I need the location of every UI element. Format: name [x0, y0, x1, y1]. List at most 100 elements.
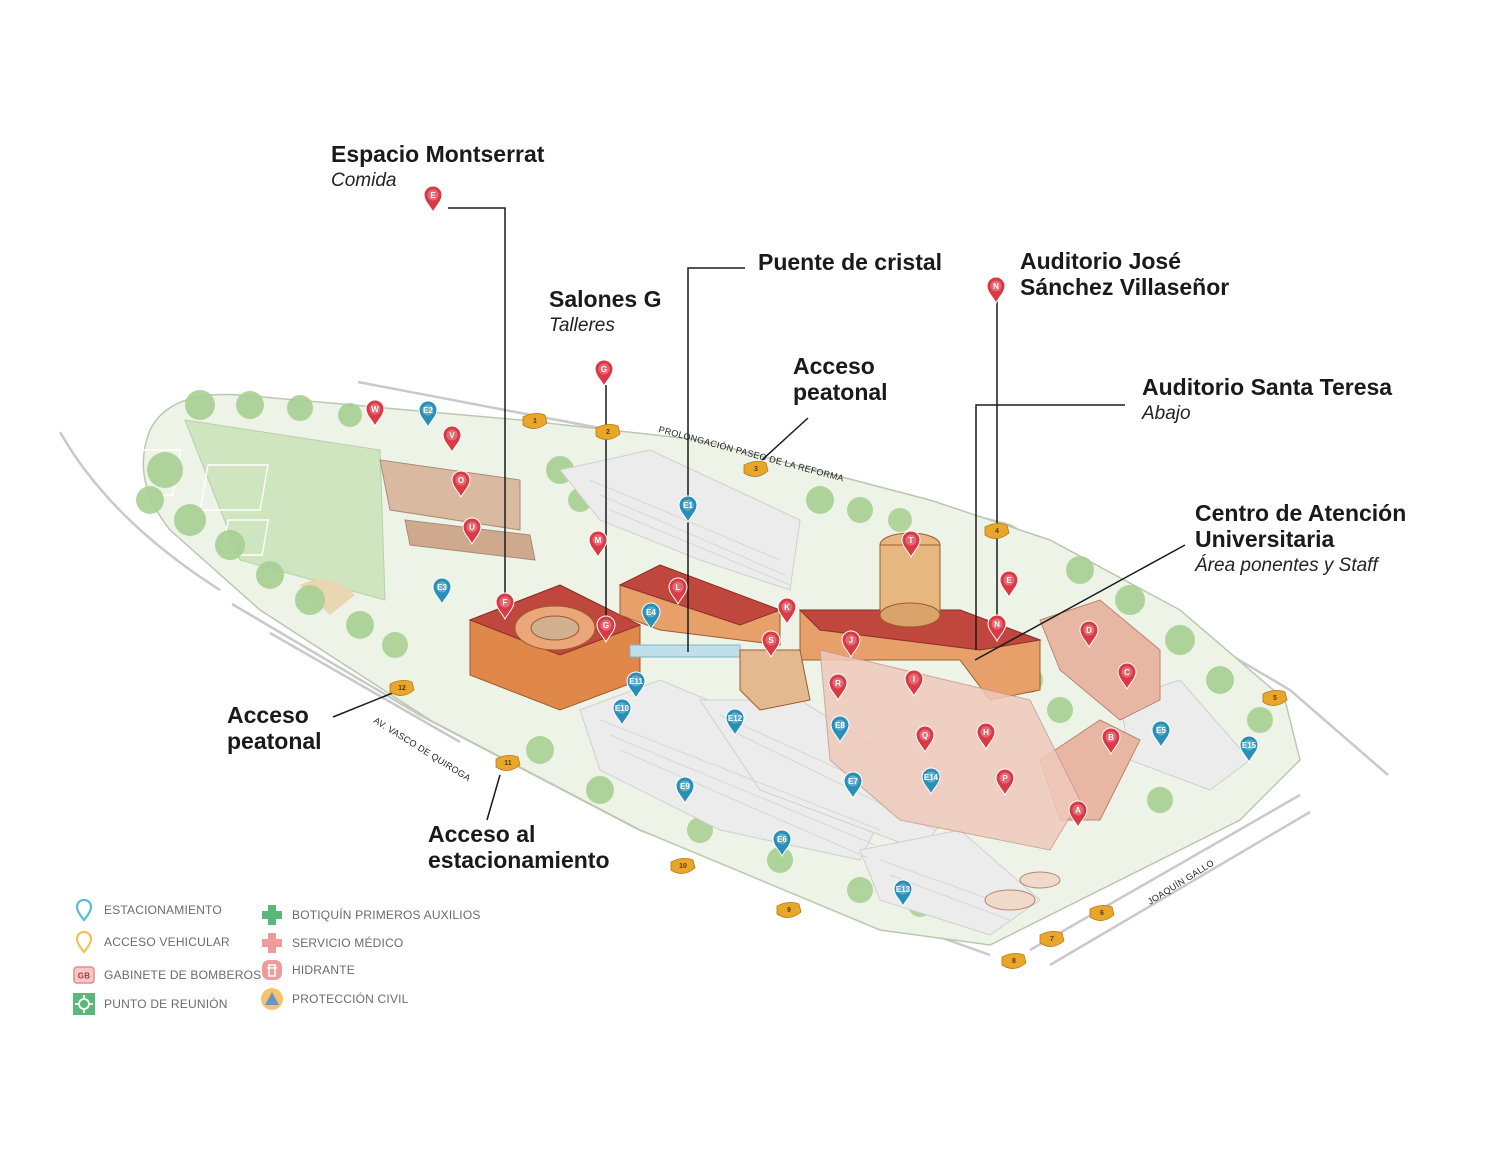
- parking-pin-icon: [75, 898, 93, 922]
- callout-title: Auditorio Santa Teresa: [1142, 374, 1393, 400]
- vehicle-access-9[interactable]: 9: [776, 902, 802, 918]
- buildings: [379, 459, 1161, 911]
- legend-item-punto-reunion: PUNTO DE REUNIÓN: [72, 992, 228, 1016]
- legend-item-servicio-medico: SERVICIO MÉDICO: [260, 931, 403, 955]
- vehicle-access-1[interactable]: 1: [522, 413, 548, 429]
- callout-auditorio-jose: Auditorio José Sánchez Villaseñor: [1020, 248, 1230, 301]
- vehicle-access-3[interactable]: 3: [743, 461, 769, 477]
- parking-pin-e4[interactable]: E4: [641, 602, 661, 631]
- vehicle-access-8[interactable]: 8: [1001, 953, 1027, 969]
- callout-title: Auditorio José Sánchez Villaseñor: [1020, 248, 1230, 300]
- callout-subtitle: Área ponentes y Staff: [1195, 554, 1378, 576]
- legend-item-hidrante: HIDRANTE: [260, 958, 355, 982]
- callout-acceso-peatonal-left: Acceso peatonal: [227, 702, 322, 755]
- callout-subtitle: Talleres: [549, 314, 615, 336]
- vehicle-access-11[interactable]: 11: [495, 755, 521, 771]
- parking-pin-e13[interactable]: E13: [893, 879, 913, 908]
- callout-title: Puente de cristal: [758, 249, 943, 275]
- legend-item-acceso-vehicular: ACCESO VEHICULAR: [72, 930, 230, 954]
- building-pin-q[interactable]: Q: [915, 725, 935, 754]
- building-pin-r[interactable]: R: [828, 673, 848, 702]
- pin-label: O: [458, 476, 464, 485]
- access-number: 5: [1273, 695, 1277, 702]
- pin-label: U: [469, 523, 475, 532]
- building-pin-o[interactable]: O: [451, 470, 471, 499]
- pin-label: E2: [423, 406, 433, 415]
- building-pin-e[interactable]: E: [423, 185, 443, 214]
- building-pin-n[interactable]: N: [987, 614, 1007, 643]
- building-pin-e[interactable]: E: [999, 570, 1019, 599]
- pin-label: K: [784, 603, 790, 612]
- road-label-gallo: JOAQUÍN GALLO: [1146, 858, 1216, 907]
- building-pin-m[interactable]: M: [588, 530, 608, 559]
- parking-pin-e10[interactable]: E10: [612, 698, 632, 727]
- callout-salones-g: Salones G Talleres: [549, 286, 662, 336]
- callout-title: Acceso al estacionamiento: [428, 821, 610, 873]
- parking-pin-e3[interactable]: E3: [432, 577, 452, 606]
- callout-title: Salones G: [549, 286, 662, 312]
- pin-label: S: [768, 636, 774, 645]
- pin-label: A: [1075, 806, 1081, 815]
- parking-pin-e7[interactable]: E7: [843, 771, 863, 800]
- building-pin-n[interactable]: N: [986, 276, 1006, 305]
- building-pin-p[interactable]: P: [995, 768, 1015, 797]
- building-pin-k[interactable]: K: [777, 597, 797, 626]
- callout-auditorio-santa-teresa: Auditorio Santa Teresa Abajo: [1142, 374, 1393, 424]
- parking-pin-e2[interactable]: E2: [418, 400, 438, 429]
- building-pin-i[interactable]: I: [904, 669, 924, 698]
- pin-label: H: [983, 728, 989, 737]
- parking-pin-e1[interactable]: E1: [678, 495, 698, 524]
- legend-item-estacionamiento: ESTACIONAMIENTO: [72, 898, 222, 922]
- legend-item-proteccion-civil: PROTECCIÓN CIVIL: [260, 987, 409, 1011]
- pin-label: E15: [1242, 741, 1257, 750]
- building-pin-h[interactable]: H: [976, 722, 996, 751]
- vehicle-access-5[interactable]: 5: [1262, 690, 1288, 706]
- parking-pin-e14[interactable]: E14: [921, 767, 941, 796]
- parking-pin-e11[interactable]: E11: [626, 671, 646, 700]
- access-number: 2: [606, 429, 610, 436]
- pin-label: C: [1124, 668, 1130, 677]
- pin-label: E13: [896, 885, 911, 894]
- parking-pin-e15[interactable]: E15: [1239, 735, 1259, 764]
- building-pin-l[interactable]: L: [668, 577, 688, 606]
- parking-pin-e6[interactable]: E6: [772, 829, 792, 858]
- parking-pin-e9[interactable]: E9: [675, 776, 695, 805]
- building-pin-s[interactable]: S: [761, 630, 781, 659]
- building-pin-g[interactable]: G: [594, 359, 614, 388]
- svg-text:GB: GB: [78, 972, 90, 981]
- vehicle-access-6[interactable]: 6: [1089, 905, 1115, 921]
- building-pin-a[interactable]: A: [1068, 800, 1088, 829]
- pin-label: D: [1086, 626, 1092, 635]
- legend-label: BOTIQUÍN PRIMEROS AUXILIOS: [292, 908, 481, 922]
- vehicle-access-2[interactable]: 2: [595, 424, 621, 440]
- building-pin-v[interactable]: V: [442, 425, 462, 454]
- building-pin-b[interactable]: B: [1101, 727, 1121, 756]
- legend-label: PROTECCIÓN CIVIL: [292, 992, 409, 1006]
- building-pin-f[interactable]: F: [495, 592, 515, 621]
- building-pin-u[interactable]: U: [462, 517, 482, 546]
- callout-puente-de-cristal: Puente de cristal: [758, 249, 943, 276]
- pin-label: E12: [728, 714, 743, 723]
- pin-label: F: [503, 598, 508, 607]
- building-pin-t[interactable]: T: [901, 530, 921, 559]
- parking-pin-e8[interactable]: E8: [830, 715, 850, 744]
- access-number: 11: [504, 760, 512, 767]
- building-pin-w[interactable]: W: [365, 399, 385, 428]
- building-pin-c[interactable]: C: [1117, 662, 1137, 691]
- vehicle-access-12[interactable]: 12: [389, 680, 415, 696]
- vehicle-access-10[interactable]: 10: [670, 858, 696, 874]
- fire-cabinet-icon: GB: [73, 966, 95, 984]
- pin-label: V: [449, 431, 455, 440]
- legend-label: ACCESO VEHICULAR: [104, 935, 230, 949]
- building-pin-g[interactable]: G: [596, 615, 616, 644]
- parking-pin-e12[interactable]: E12: [725, 708, 745, 737]
- pin-label: J: [849, 636, 853, 645]
- building-pin-d[interactable]: D: [1079, 620, 1099, 649]
- pin-label: E10: [615, 704, 630, 713]
- parking-pin-e5[interactable]: E5: [1151, 720, 1171, 749]
- vehicle-access-7[interactable]: 7: [1039, 931, 1065, 947]
- vehicle-access-4[interactable]: 4: [984, 523, 1010, 539]
- pin-label: E: [430, 191, 436, 200]
- building-pin-j[interactable]: J: [841, 630, 861, 659]
